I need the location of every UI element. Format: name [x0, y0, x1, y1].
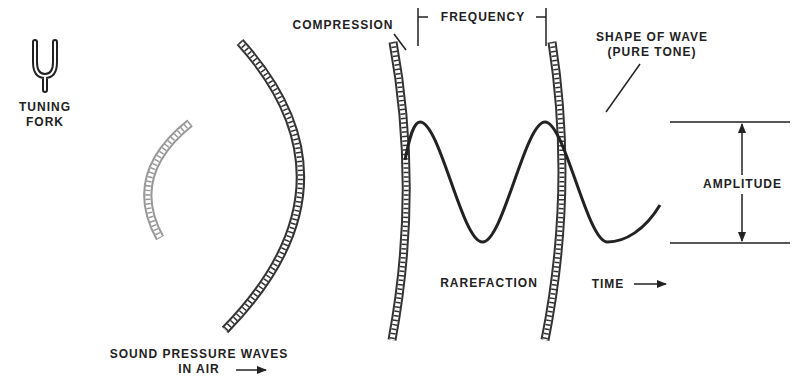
compression-band	[545, 42, 562, 340]
sine-wave	[405, 122, 660, 242]
frequency-bracket	[418, 8, 546, 46]
compression-band	[392, 42, 406, 340]
dimension-label: FREQUENCY	[428, 10, 538, 25]
wave-front-large	[225, 42, 300, 330]
wave-front-small	[148, 123, 190, 238]
leader-line	[394, 34, 406, 50]
direction-arrow	[236, 369, 266, 371]
caption-label: SOUND PRESSURE WAVES IN AIR	[105, 347, 293, 377]
callout-label: COMPRESSION	[284, 18, 402, 33]
amplitude-dimension	[670, 122, 790, 243]
dimension-label: AMPLITUDE	[701, 175, 784, 194]
time-arrow	[634, 283, 666, 285]
callout-label: RAREFACTION	[430, 276, 548, 291]
axis-label: TIME	[584, 277, 632, 292]
leader-line	[606, 64, 640, 112]
part-label: TUNING FORK	[12, 100, 78, 130]
callout-label: SHAPE OF WAVE (PURE TONE)	[588, 30, 716, 60]
tuning-fork	[35, 42, 55, 90]
